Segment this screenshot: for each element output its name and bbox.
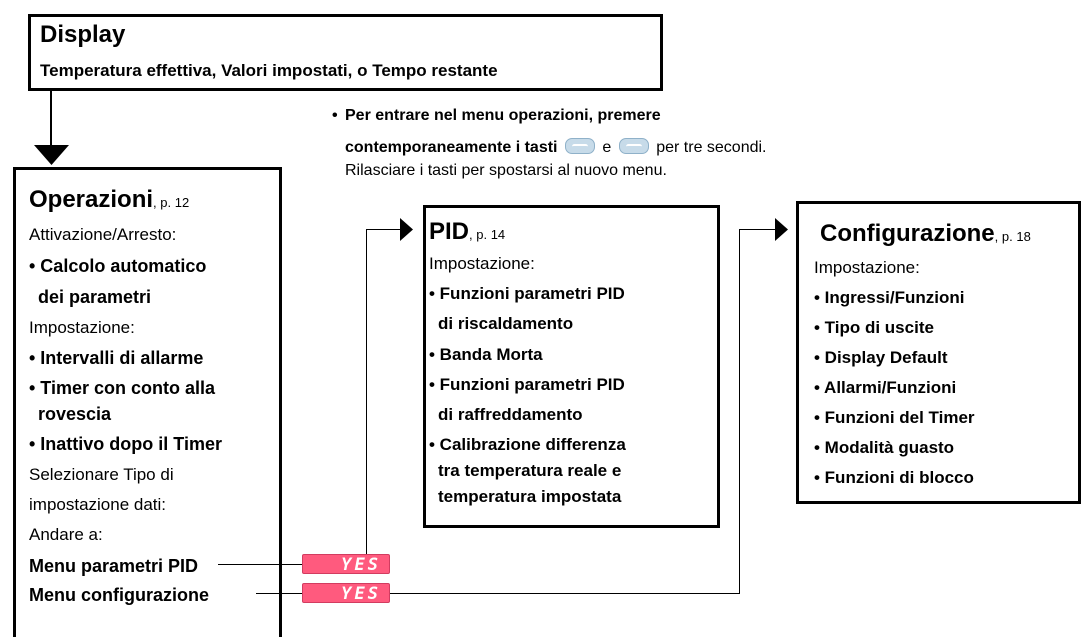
pid-h1: Impostazione: [429,254,535,273]
config-title: Configurazione [820,220,995,247]
goto-pid-leader [218,564,302,565]
instruction-bullet: • [332,107,338,124]
pid-item-2: • Banda Morta [429,345,543,364]
lcd-yes-config-text: YES [341,584,381,604]
pid-connector-horizontal [366,229,402,230]
pid-item-7: temperatura impostata [438,487,622,506]
operazioni-h2: Impostazione: [29,318,135,337]
instruction-line2-end: per tre secondi. [656,139,767,156]
pid-item-0: • Funzioni parametri PID [429,284,625,303]
operazioni-page-ref: , p. 12 [153,195,190,210]
instruction-line2-mid: e [602,139,612,156]
down-key-icon [618,138,649,154]
operazioni-heading: Operazioni, p. 12 [29,186,189,214]
config-connector-vertical [739,229,740,594]
up-key-icon [564,138,595,154]
display-to-operazioni-line [50,91,52,147]
pid-item-6: tra temperatura reale e [438,461,622,480]
config-box: Configurazione, p. 18 Impostazione: • In… [796,201,1081,504]
operazioni-h4: Andare a: [29,525,103,544]
config-item-1: • Tipo di uscite [814,318,934,337]
lcd-yes-config: YES [302,583,390,604]
operazioni-b2: • Intervalli di allarme [29,348,204,368]
operazioni-b3b: rovescia [38,404,112,424]
config-item-6: • Funzioni di blocco [814,468,974,487]
display-box: Display Temperatura effettiva, Valori im… [28,14,663,91]
down-arrowhead-icon [34,145,69,165]
config-connector-bottom [390,593,740,594]
config-h1: Impostazione: [814,258,920,277]
operazioni-b4: • Inattivo dopo il Timer [29,434,222,454]
lcd-yes-pid: YES [302,554,390,575]
config-item-0: • Ingressi/Funzioni [814,288,965,307]
operazioni-b1a: • Calcolo automatico [29,256,207,276]
pid-connector-vertical [366,229,367,554]
pid-item-4: di raffreddamento [438,405,583,424]
operazioni-h1: Attivazione/Arresto: [29,225,177,244]
goto-config-leader [256,593,302,594]
operazioni-h3b: impostazione dati: [29,495,167,514]
pid-page-ref: , p. 14 [469,227,506,242]
display-title: Display [40,21,126,48]
pid-item-3: • Funzioni parametri PID [429,375,625,394]
pid-item-5: • Calibrazione differenza [429,435,626,454]
pid-arrowhead-icon [400,218,413,241]
config-connector-top [739,229,777,230]
goto-pid-label: Menu parametri PID [29,556,199,576]
config-item-2: • Display Default [814,348,948,367]
goto-config-label: Menu configurazione [29,585,209,605]
pid-box: PID, p. 14 Impostazione: • Funzioni para… [423,205,720,528]
operazioni-title: Operazioni [29,186,154,213]
config-item-4: • Funzioni del Timer [814,408,975,427]
pid-item-1: di riscaldamento [438,314,574,333]
instruction-line1: Per entrare nel menu operazioni, premere [345,107,661,124]
config-heading: Configurazione, p. 18 [820,220,1031,248]
pid-title: PID [429,218,470,245]
instruction-line3: Rilasciare i tasti per spostarsi al nuov… [345,162,667,179]
instruction-line2-bold: contemporaneamente i tasti [345,139,558,156]
operazioni-h3a: Selezionare Tipo di [29,465,174,484]
instruction-line2: contemporaneamente i tasti e per tre sec… [345,138,767,157]
operazioni-b1b: dei parametri [38,287,152,307]
config-page-ref: , p. 18 [994,229,1031,244]
display-subtitle: Temperatura effettiva, Valori impostati,… [40,61,498,80]
lcd-yes-pid-text: YES [341,555,381,575]
operazioni-b3a: • Timer con conto alla [29,378,216,398]
operazioni-box: Operazioni, p. 12 Attivazione/Arresto: •… [13,167,282,637]
config-item-5: • Modalità guasto [814,438,955,457]
config-arrowhead-icon [775,218,788,241]
pid-heading: PID, p. 14 [429,218,505,246]
config-item-3: • Allarmi/Funzioni [814,378,957,397]
